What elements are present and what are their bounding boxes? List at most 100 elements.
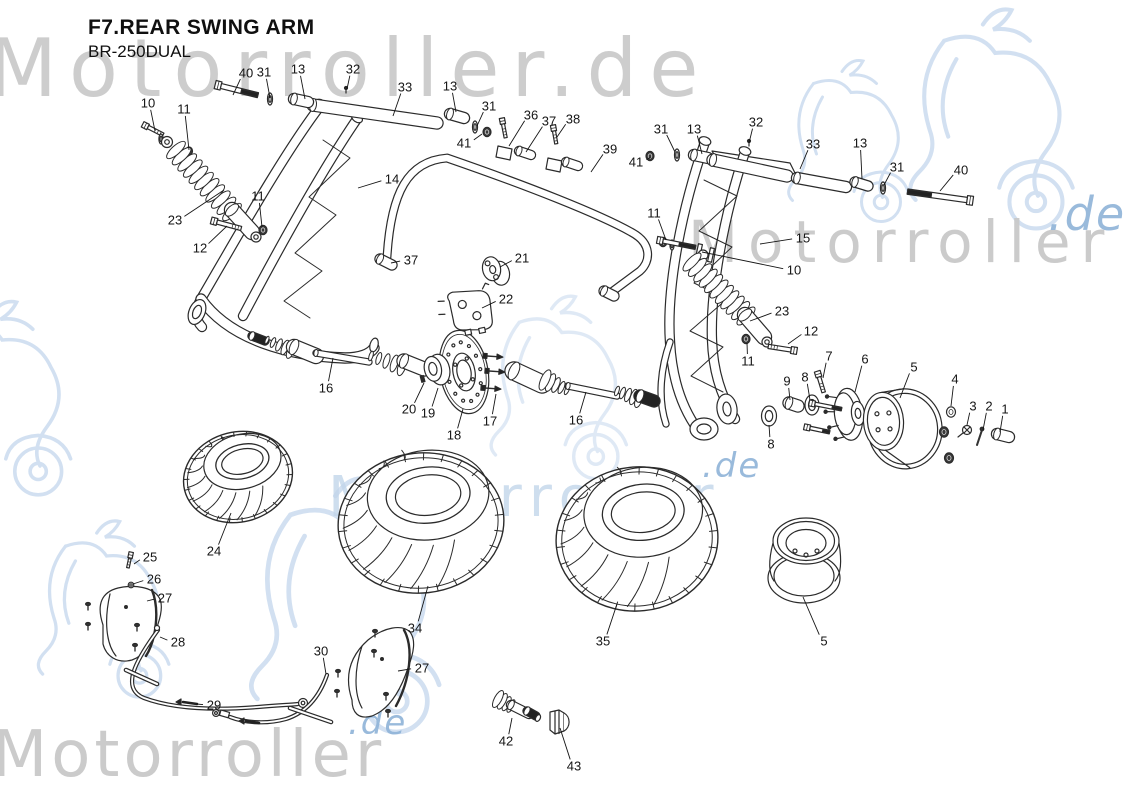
brake-cables-drawing xyxy=(123,624,334,725)
svg-text:23: 23 xyxy=(775,304,789,319)
callout-3: 3 xyxy=(966,399,977,426)
watermark-text: .de xyxy=(702,446,761,486)
svg-text:22: 22 xyxy=(499,292,513,307)
callout-4: 4 xyxy=(950,372,959,407)
svg-text:37: 37 xyxy=(542,114,556,129)
callout-15: 15 xyxy=(759,231,810,246)
callout-27: 27 xyxy=(146,591,172,606)
svg-text:2: 2 xyxy=(985,399,992,414)
svg-text:14: 14 xyxy=(385,172,399,187)
watermark-text: Motorroller xyxy=(688,208,1114,276)
watermark-text: Motorroller.de xyxy=(0,22,711,115)
callout-10: 10 xyxy=(141,96,156,132)
callout-19: 19 xyxy=(421,387,439,421)
callout-36: 36 xyxy=(508,108,538,147)
svg-text:4: 4 xyxy=(951,372,958,387)
svg-text:41: 41 xyxy=(629,155,643,170)
callout-13: 13 xyxy=(443,79,457,113)
callout-27: 27 xyxy=(397,661,429,676)
callout-29: 29 xyxy=(195,698,221,713)
valve-cap-drawing xyxy=(549,709,570,735)
svg-text:16: 16 xyxy=(569,413,583,428)
svg-text:40: 40 xyxy=(954,163,968,178)
parts-drawing-layer xyxy=(84,79,1016,735)
brake-caliper-drawing xyxy=(437,282,493,336)
svg-text:1: 1 xyxy=(1001,402,1008,417)
callout-35: 35 xyxy=(596,603,618,649)
scooter-sketch-left xyxy=(0,299,73,497)
callout-33: 33 xyxy=(392,80,412,117)
callout-8: 8 xyxy=(767,424,775,452)
callout-11: 11 xyxy=(251,189,265,228)
callout-41: 41 xyxy=(457,133,483,151)
callout-32: 32 xyxy=(346,62,360,90)
callout-14: 14 xyxy=(357,172,399,189)
svg-text:11: 11 xyxy=(741,354,755,369)
stabilizer-bar-drawing xyxy=(374,153,652,302)
callout-6: 6 xyxy=(854,352,869,393)
callout-2: 2 xyxy=(982,399,993,431)
callout-38: 38 xyxy=(556,112,580,138)
callout-24: 24 xyxy=(207,512,232,559)
callout-16: 16 xyxy=(569,391,587,428)
svg-text:13: 13 xyxy=(687,122,701,137)
svg-text:12: 12 xyxy=(804,324,818,339)
callout-1: 1 xyxy=(999,402,1009,433)
svg-text:24: 24 xyxy=(207,544,221,559)
svg-text:3: 3 xyxy=(969,399,976,414)
callout-28: 28 xyxy=(159,635,185,650)
pivot-hardware-drawing xyxy=(213,79,975,206)
page-title: F7.REAR SWING ARM xyxy=(88,16,315,39)
svg-text:33: 33 xyxy=(398,80,412,95)
wheel-hub-flange-drawing xyxy=(423,353,451,386)
callout-12: 12 xyxy=(193,225,228,256)
svg-text:26: 26 xyxy=(147,572,161,587)
title-block: F7.REAR SWING ARM BR-250DUAL xyxy=(88,16,315,62)
callout-18: 18 xyxy=(447,408,464,443)
svg-text:19: 19 xyxy=(421,406,435,421)
callout-32: 32 xyxy=(748,115,763,144)
svg-text:29: 29 xyxy=(207,698,221,713)
svg-text:12: 12 xyxy=(193,241,207,256)
svg-text:31: 31 xyxy=(654,122,668,137)
svg-text:28: 28 xyxy=(171,635,185,650)
svg-text:11: 11 xyxy=(251,189,265,204)
svg-text:23: 23 xyxy=(168,213,182,228)
callout-23: 23 xyxy=(168,189,225,228)
callout-41: 41 xyxy=(629,155,652,170)
callout-13: 13 xyxy=(291,62,306,100)
svg-text:13: 13 xyxy=(443,79,457,94)
callout-31: 31 xyxy=(257,65,271,99)
callout-5: 5 xyxy=(802,596,828,649)
rim-side-view-drawing xyxy=(862,388,943,470)
svg-text:30: 30 xyxy=(314,644,328,659)
svg-text:35: 35 xyxy=(596,634,610,649)
svg-text:41: 41 xyxy=(457,136,471,151)
valve-stem-drawing xyxy=(491,689,542,722)
rim-bottom-drawing xyxy=(767,517,842,604)
svg-text:8: 8 xyxy=(801,370,808,385)
axle-key-drawing xyxy=(419,374,426,383)
svg-text:13: 13 xyxy=(291,62,305,77)
callout-16: 16 xyxy=(319,357,334,396)
tire-35-drawing xyxy=(555,466,719,612)
svg-text:7: 7 xyxy=(825,349,832,364)
callout-37: 37 xyxy=(525,114,556,153)
svg-text:31: 31 xyxy=(257,65,271,80)
svg-text:10: 10 xyxy=(787,263,801,278)
svg-text:27: 27 xyxy=(158,591,172,606)
svg-text:5: 5 xyxy=(910,360,917,375)
callout-31: 31 xyxy=(654,122,676,153)
svg-text:42: 42 xyxy=(499,734,513,749)
svg-text:38: 38 xyxy=(566,112,580,127)
svg-text:31: 31 xyxy=(890,160,904,175)
callout-10: 10 xyxy=(701,251,801,278)
svg-text:5: 5 xyxy=(820,634,827,649)
callout-37: 37 xyxy=(390,253,418,268)
callout-25: 25 xyxy=(133,550,157,565)
right-swing-arm-drawing xyxy=(657,136,799,441)
mud-guard-right-drawing xyxy=(347,626,415,718)
svg-text:16: 16 xyxy=(319,381,333,396)
